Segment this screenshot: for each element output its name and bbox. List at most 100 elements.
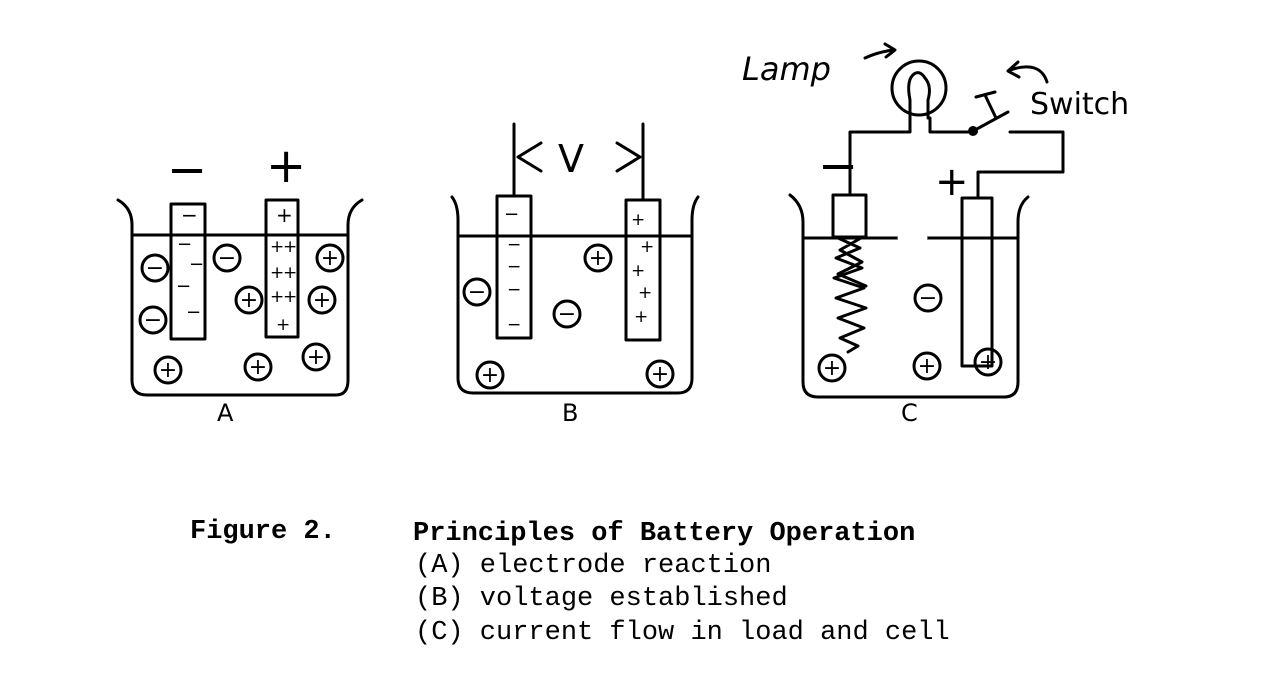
ion-b-5 [645, 359, 675, 389]
negative-electrode-c [831, 193, 868, 239]
electrode-charge-a-neg-3: − [189, 254, 204, 275]
ion-a-4 [234, 285, 264, 315]
electrode-charge-a-neg-4: − [176, 276, 191, 297]
ion-a-1 [140, 253, 170, 283]
ion-a-5 [315, 243, 345, 273]
ion-b-3-sign: − [558, 302, 576, 327]
switch-handle-icon [983, 93, 998, 120]
voltage-symbol: V [558, 137, 584, 181]
electrode-charge-b-neg-5: − [507, 315, 521, 335]
electrode-charge-a-neg-5: − [186, 302, 201, 323]
panel-label-c: C [901, 399, 918, 427]
beaker-c [788, 193, 1030, 399]
ion-b-3 [552, 299, 582, 329]
lamp-filament-icon [907, 71, 931, 120]
ion-c-2 [817, 353, 847, 383]
ion-a-9 [301, 342, 331, 372]
negative-electrode-a [169, 202, 207, 341]
switch-label: Switch [1030, 87, 1129, 122]
ion-a-8-sign: + [249, 355, 267, 380]
ion-a-9-sign: + [307, 345, 325, 370]
figure-title: Principles of Battery Operation [413, 519, 916, 549]
ion-b-2-sign: − [468, 280, 486, 305]
positive-electrode-c [960, 196, 994, 368]
figure-label: Figure 2. [190, 517, 336, 547]
ion-a-5-sign: + [321, 246, 339, 271]
ion-a-6-sign: + [313, 288, 331, 313]
ion-a-7-sign: + [159, 358, 177, 383]
ion-a-1-sign: − [146, 256, 164, 281]
ion-c-2-sign: + [823, 356, 841, 381]
ion-b-4 [475, 360, 505, 390]
ion-b-1 [583, 243, 613, 273]
arrow-right-icon [615, 141, 642, 173]
ion-a-3 [138, 305, 168, 335]
caption-item-c: (C) current flow in load and cell [415, 618, 950, 648]
positive-electrode-a [264, 198, 300, 339]
lamp-bulb-icon [890, 59, 948, 117]
switch-arrow-icon [1006, 60, 1049, 84]
electrode-charge-b-pos-3: + [631, 261, 645, 281]
electrode-charge-a-pos-1: + [276, 203, 293, 227]
dissolving-electrode-c [832, 236, 868, 354]
lamp-label: Lamp [742, 50, 831, 88]
panel-c [788, 42, 1065, 399]
switch-handle-top [974, 90, 997, 99]
arrow-left-icon [516, 141, 543, 173]
electrode-charge-b-neg-4: − [507, 280, 521, 300]
wire-positive-c [976, 130, 1065, 200]
electrode-charge-a-pos-2: + [270, 237, 284, 257]
ion-c-4-sign: + [979, 350, 997, 375]
electrode-charge-a-pos-8: + [276, 315, 290, 335]
switch-contact [968, 126, 978, 136]
ion-a-4-sign: + [240, 288, 258, 313]
ion-b-1-sign: + [589, 246, 607, 271]
ion-c-1-sign: − [919, 286, 937, 311]
electrode-charge-a-neg-2: − [177, 234, 192, 255]
wire-negative-c [848, 116, 912, 197]
ion-a-2-sign: − [218, 246, 236, 271]
electrode-charge-b-pos-4: + [638, 283, 652, 303]
electrode-charge-b-pos-5: + [634, 307, 648, 327]
electrode-charge-b-pos-2: + [640, 237, 654, 257]
ion-a-7 [153, 355, 183, 385]
electrode-charge-a-pos-3: + [283, 237, 297, 257]
ion-a-8 [243, 352, 273, 382]
beaker-a [116, 198, 364, 397]
electrode-charge-a-pos-5: + [283, 263, 297, 283]
ion-c-1 [913, 283, 943, 313]
ion-a-2 [212, 243, 242, 273]
panel-label-b: B [562, 399, 578, 427]
electrode-charge-b-neg-3: − [507, 257, 521, 277]
electrode-charge-a-neg-1: − [181, 203, 198, 227]
electrode-charge-a-pos-7: + [283, 287, 297, 307]
ion-a-3-sign: − [144, 308, 162, 333]
ion-c-3-sign: + [918, 354, 936, 379]
panel-a [116, 198, 364, 397]
ion-b-5-sign: + [651, 362, 669, 387]
caption-item-a: (A) electrode reaction [415, 551, 772, 581]
ion-c-4 [973, 347, 1003, 377]
ion-b-2 [462, 277, 492, 307]
negative-terminal-sign-a: − [167, 142, 207, 198]
electrode-charge-b-neg-2: − [507, 235, 521, 255]
lamp-arrow-icon [863, 42, 897, 60]
electrode-charge-a-pos-6: + [270, 287, 284, 307]
positive-terminal-sign-c: + [935, 159, 969, 205]
wire-lamp-to-switch [928, 116, 972, 134]
electrode-charge-a-pos-4: + [270, 263, 284, 283]
panel-b [450, 122, 700, 395]
positive-terminal-sign-a: + [266, 138, 306, 194]
electrode-charge-b-pos-1: + [631, 210, 645, 230]
ion-b-4-sign: + [481, 363, 499, 388]
negative-terminal-sign-c: − [818, 138, 858, 194]
switch-blade [973, 110, 1010, 132]
beaker-b [450, 195, 700, 395]
electrode-charge-b-neg-1: − [504, 204, 519, 225]
ion-c-3 [912, 351, 942, 381]
caption-item-b: (B) voltage established [415, 584, 788, 614]
panel-label-a: A [217, 399, 234, 427]
ion-a-6 [307, 285, 337, 315]
